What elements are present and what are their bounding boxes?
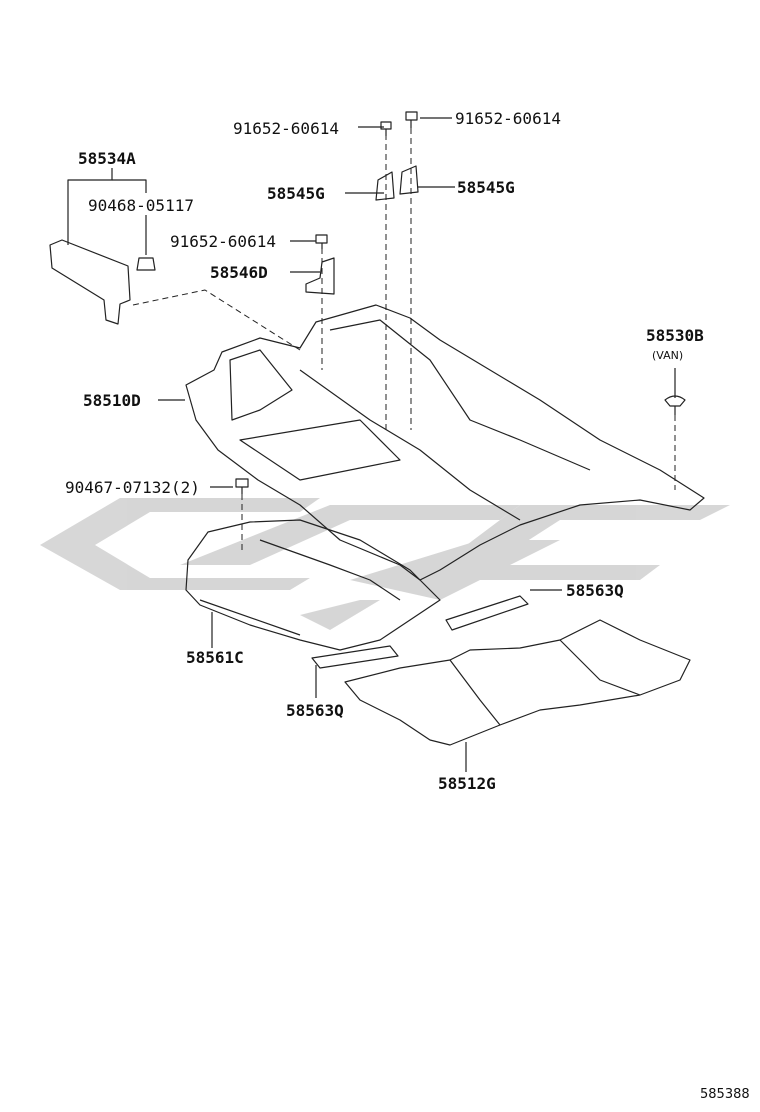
part-label-58545g-right: 58545G	[457, 178, 515, 197]
part-label-90467-07132: 90467-07132(2)	[65, 478, 200, 497]
bolt-icon	[235, 478, 249, 494]
part-label-91652-60614-top-right: 91652-60614	[455, 109, 561, 128]
floor-carpet-detail	[229, 349, 293, 421]
front-carpet-58561c	[185, 519, 441, 651]
front-carpet-edge	[199, 599, 301, 636]
floor-carpet-detail	[239, 419, 401, 481]
part-label-90468-05117: 90468-05117	[88, 196, 194, 215]
rear-carpet-detail	[449, 659, 501, 726]
clip-icon	[136, 257, 156, 271]
bracket-58545g-right	[399, 165, 419, 195]
leader-lines	[67, 117, 676, 772]
strip-58563q-left	[311, 645, 399, 669]
floor-carpet-ridge	[299, 369, 521, 521]
floor-carpet-58510d	[185, 304, 705, 581]
bolt-icon	[405, 111, 418, 128]
part-label-58563q-right: 58563Q	[566, 581, 624, 600]
part-label-58546d: 58546D	[210, 263, 268, 282]
rear-carpet-58512g	[344, 619, 691, 746]
part-label-91652-60614-top-left: 91652-60614	[233, 119, 339, 138]
floor-carpet-ridge	[329, 319, 591, 471]
part-label-58512g: 58512G	[438, 774, 496, 793]
side-panel-58534a	[49, 239, 131, 325]
bracket-58545g-left	[375, 171, 395, 201]
watermark-logo	[40, 498, 730, 630]
dashed-assembly-lines	[132, 128, 676, 550]
rear-carpet-detail	[559, 639, 641, 696]
diagram-id: 585388	[700, 1087, 750, 1102]
part-label-58510d: 58510D	[83, 391, 141, 410]
bolt-icon	[315, 234, 328, 249]
part-note-van: (VAN)	[652, 349, 684, 362]
strip-58563q-right	[445, 595, 529, 631]
part-label-91652-60614-mid: 91652-60614	[170, 232, 276, 251]
part-label-58530b: 58530B	[646, 326, 704, 345]
clip-icon	[664, 395, 686, 415]
part-label-58563q-left: 58563Q	[286, 701, 344, 720]
bolt-icon	[380, 121, 392, 136]
part-label-58545g-left: 58545G	[267, 184, 325, 203]
bracket-58546d	[305, 257, 335, 295]
front-carpet-detail	[259, 539, 401, 601]
part-label-58534a: 58534A	[78, 149, 136, 168]
part-label-58561c: 58561C	[186, 648, 244, 667]
